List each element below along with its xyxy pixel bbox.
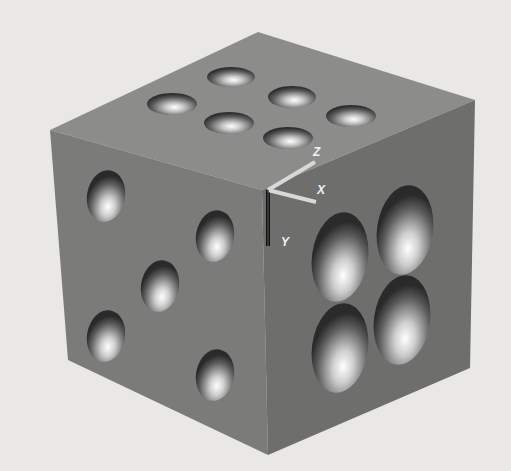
axis-label: Z (313, 146, 320, 158)
coordinate-axes (268, 162, 316, 246)
right-holes (306, 182, 439, 397)
axis-label: X (317, 184, 325, 196)
top-holes (147, 67, 376, 149)
axis-label: Y (281, 236, 289, 248)
right-face (262, 100, 475, 455)
left-face (50, 130, 268, 455)
left-holes (83, 167, 238, 404)
